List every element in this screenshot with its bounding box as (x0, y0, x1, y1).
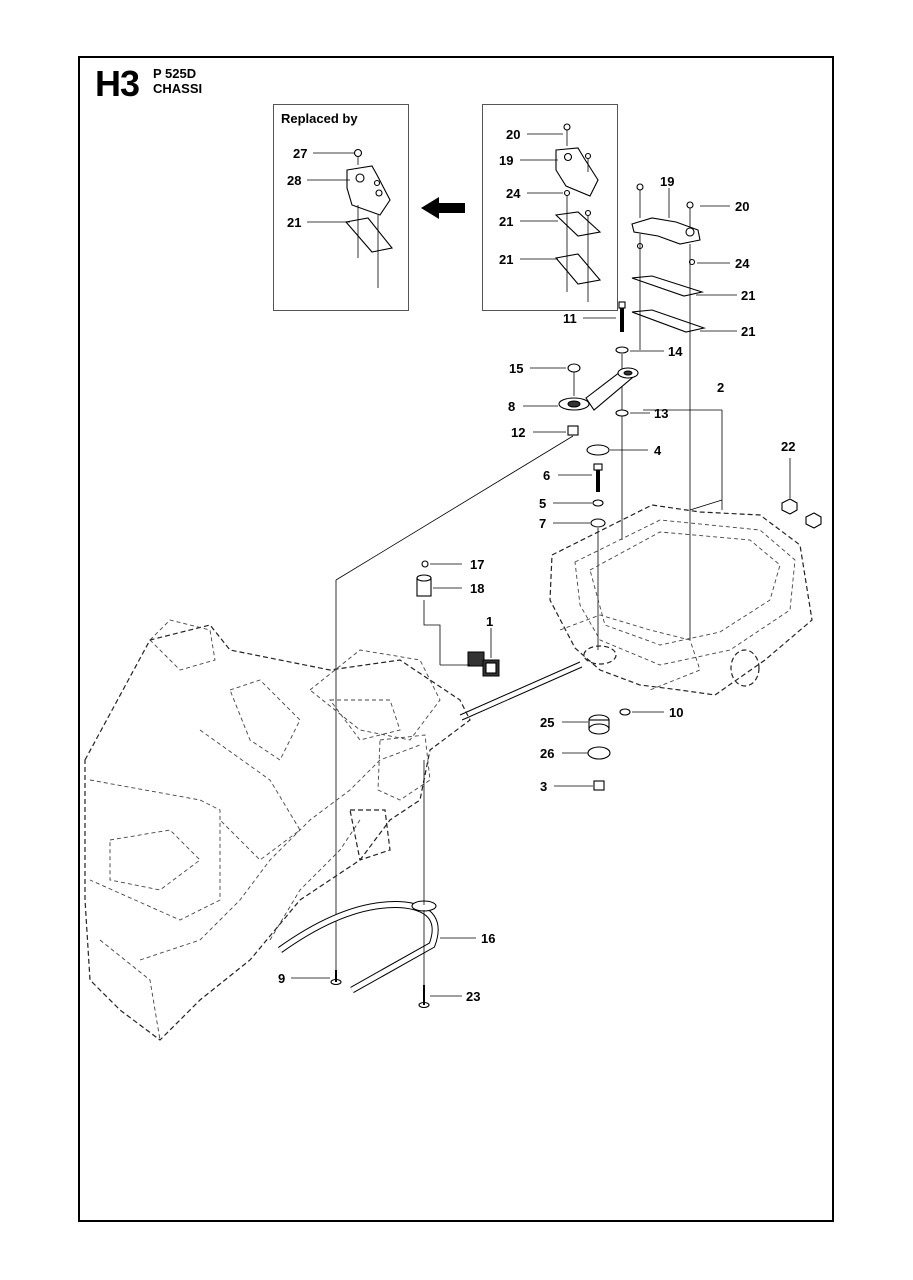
replacement-arrow-icon (421, 197, 465, 219)
nut-10 (619, 708, 631, 716)
callout-24: 24 (506, 186, 521, 201)
nut-12 (567, 425, 579, 436)
cap-4 (586, 444, 610, 456)
main-clamp-stack (631, 183, 707, 640)
callout-11: 11 (563, 311, 577, 326)
bearing-25 (588, 714, 610, 735)
callout-27: 27 (293, 146, 307, 161)
page-frame (78, 56, 834, 1222)
leader-12 (335, 435, 574, 581)
callout-9: 9 (278, 971, 285, 986)
callout-19: 19 (660, 174, 674, 189)
washer-5 (592, 499, 604, 507)
bolt-11 (618, 301, 626, 332)
washer-7 (590, 518, 606, 528)
callout-19: 19 (499, 153, 513, 168)
leader-lines (291, 133, 737, 997)
nut-3 (593, 780, 605, 791)
callout-14: 14 (668, 344, 683, 359)
callout-13: 13 (654, 406, 668, 421)
model-name: P 525D (153, 66, 197, 81)
steering-arm-8 (558, 363, 639, 411)
callout-4: 4 (654, 443, 662, 458)
washer-14 (615, 346, 629, 354)
ring-26 (587, 746, 611, 760)
callout-20: 20 (735, 199, 749, 214)
washer-13 (615, 409, 629, 417)
chassis-frame-2 (549, 499, 813, 696)
spacer-18 (416, 574, 432, 597)
callout-21: 21 (499, 214, 513, 229)
callout-8: 8 (508, 399, 515, 414)
original-clamp-parts (554, 123, 602, 302)
callout-21: 21 (741, 324, 755, 339)
callout-1: 1 (486, 614, 493, 629)
callout-7: 7 (539, 516, 546, 531)
callout-18: 18 (470, 581, 484, 596)
callout-20: 20 (506, 127, 520, 142)
rear-frame (84, 619, 471, 1041)
nut-17 (421, 560, 429, 568)
replaced-by-title: Replaced by (281, 111, 358, 126)
replaced-by-box (273, 104, 409, 311)
bolt-9 (330, 970, 342, 986)
nut-22a (781, 498, 798, 515)
bolt-23 (418, 985, 430, 1009)
callout-22: 22 (781, 439, 795, 454)
callout-16: 16 (481, 931, 495, 946)
section-name: CHASSI (153, 81, 203, 96)
callout-28: 28 (287, 173, 301, 188)
callout-21: 21 (741, 288, 755, 303)
section-code: H3 (95, 63, 140, 104)
callout-15: 15 (509, 361, 523, 376)
callout-10: 10 (669, 705, 683, 720)
damper-1 (467, 651, 500, 677)
callout-12: 12 (511, 425, 525, 440)
callout-17: 17 (470, 557, 484, 572)
bolt-6 (593, 463, 603, 492)
callout-26: 26 (540, 746, 554, 761)
callout-labels: 20 19 24 21 21 27 28 21 19 20 24 21 21 1… (278, 127, 795, 1004)
callout-24: 24 (735, 256, 750, 271)
callout-2: 2 (717, 380, 724, 395)
nut-22b (805, 512, 822, 529)
callout-6: 6 (543, 468, 550, 483)
callout-23: 23 (466, 989, 480, 1004)
callout-5: 5 (539, 496, 546, 511)
callout-21: 21 (499, 252, 513, 267)
callout-21: 21 (287, 215, 301, 230)
handle-16 (277, 900, 439, 994)
callout-3: 3 (540, 779, 547, 794)
original-parts-box (482, 104, 618, 311)
callout-25: 25 (540, 715, 554, 730)
replacement-clamp-parts (344, 148, 393, 288)
